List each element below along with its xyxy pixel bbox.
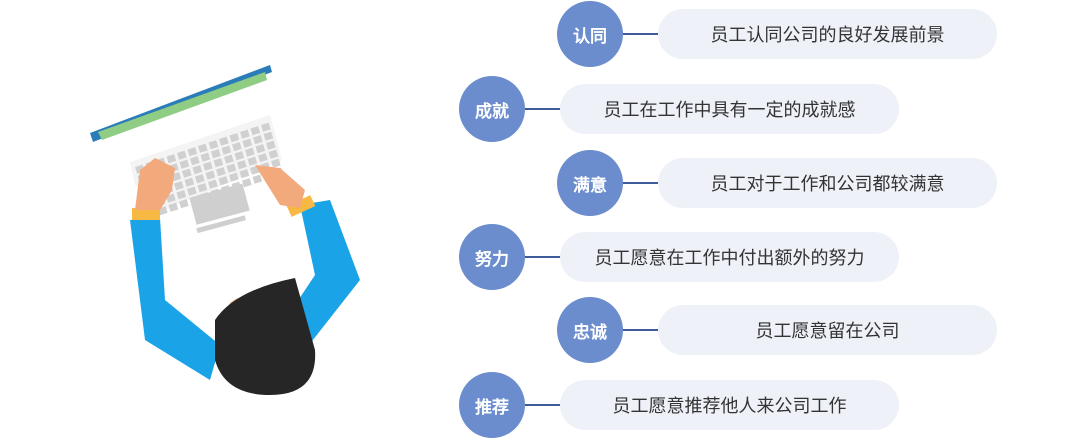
- keyboard-key: [207, 179, 218, 189]
- keyboard-key: [218, 176, 229, 186]
- keyboard-key: [176, 150, 187, 160]
- keyboard-key: [215, 167, 226, 177]
- keyboard-key: [258, 153, 268, 163]
- keyboard-key: [261, 122, 271, 132]
- keyboard-key: [229, 172, 239, 182]
- keyboard-key: [220, 185, 231, 195]
- keyboard-key: [195, 174, 205, 184]
- tag-circle: 努力: [459, 224, 525, 290]
- connector-line: [623, 329, 659, 331]
- keyboard-key: [190, 156, 200, 166]
- connector-line: [623, 182, 659, 184]
- description-pill: 员工对于工作和公司都较满意: [658, 158, 997, 208]
- keyboard-key: [199, 192, 210, 202]
- tag-circle: 认同: [557, 1, 623, 67]
- keyboard-key: [173, 181, 184, 191]
- laptop: [90, 65, 284, 234]
- keyboard-key: [252, 174, 263, 184]
- connector-line: [525, 256, 561, 258]
- description-pill: 员工愿意推荐他人来公司工作: [560, 380, 899, 430]
- keyboard-key: [266, 140, 276, 150]
- tag-circle: 推荐: [459, 372, 525, 438]
- keyboard-key: [234, 151, 245, 161]
- keyboard-key: [198, 143, 208, 153]
- keyboard-key: [176, 190, 187, 200]
- keyboard-key: [229, 133, 240, 143]
- keyboard-key: [182, 168, 192, 178]
- keyboard-key: [189, 195, 200, 205]
- keyboard-key: [250, 126, 261, 136]
- keyboard-key: [253, 135, 263, 145]
- keyboard-key: [255, 144, 266, 154]
- keyboard-key: [268, 149, 279, 159]
- keyboard-key: [237, 160, 247, 170]
- keyboard-key: [210, 188, 221, 198]
- tag-circle: 成就: [459, 76, 525, 142]
- keyboard-key: [213, 158, 224, 168]
- connector-line: [525, 108, 561, 110]
- keyboard-key: [263, 131, 274, 141]
- person: [130, 158, 360, 395]
- keyboard-key: [208, 140, 219, 150]
- description-pill: 员工在工作中具有一定的成就感: [560, 84, 899, 134]
- keyboard-key: [231, 181, 242, 191]
- description-pill: 员工愿意在工作中付出额外的努力: [560, 232, 899, 282]
- keyboard-key: [200, 152, 211, 162]
- keyboard-key: [219, 136, 229, 146]
- connector-line: [525, 404, 561, 406]
- keyboard-key: [239, 129, 250, 139]
- keyboard-key: [242, 178, 252, 188]
- person-laptop-illustration: [90, 65, 360, 395]
- keyboard-key: [179, 159, 190, 169]
- keyboard-key: [242, 138, 253, 148]
- keyboard-key: [197, 183, 208, 193]
- keyboard-key: [239, 169, 250, 179]
- keyboard-key: [187, 186, 197, 196]
- keyboard-key: [271, 158, 281, 168]
- keyboard-key: [184, 177, 195, 187]
- description-pill: 员工愿意留在公司: [658, 305, 997, 355]
- keyboard-key: [247, 156, 258, 166]
- keyboard-key: [211, 149, 221, 159]
- tag-circle: 满意: [557, 150, 623, 216]
- keyboard-key: [187, 147, 198, 157]
- keyboard-key: [168, 202, 179, 212]
- keyboard-key: [221, 145, 232, 155]
- keyboard-key: [231, 142, 242, 152]
- tag-circle: 忠诚: [557, 297, 623, 363]
- keyboard-key: [192, 165, 203, 175]
- keyboard-key: [203, 161, 213, 171]
- keyboard-key: [224, 154, 234, 164]
- description-pill: 员工认同公司的良好发展前景: [658, 9, 997, 59]
- connector-line: [623, 33, 659, 35]
- keyboard-key: [245, 147, 255, 157]
- keyboard-key: [226, 163, 237, 173]
- keyboard-key: [205, 170, 216, 180]
- keyboard-key: [178, 199, 189, 209]
- keyboard-key: [166, 154, 177, 164]
